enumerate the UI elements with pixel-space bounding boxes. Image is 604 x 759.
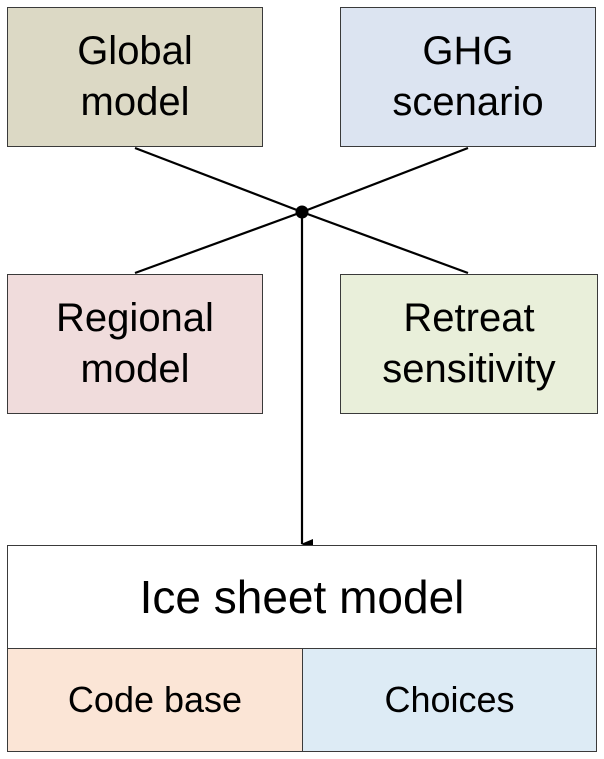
ice-sheet-model-title: Ice sheet model bbox=[139, 570, 465, 623]
ghg-scenario-label-line2: scenario bbox=[392, 80, 544, 124]
ghg-scenario-label: GHG scenario bbox=[392, 26, 543, 128]
line-regional-model bbox=[134, 210, 303, 275]
line-retreat-sensitivity bbox=[301, 210, 469, 275]
choices-label: Choices bbox=[384, 678, 515, 720]
regional-model-box: Regional model bbox=[7, 274, 263, 414]
retreat-sensitivity-label: Retreat sensitivity bbox=[382, 293, 555, 395]
choices-box: Choices bbox=[302, 648, 597, 752]
code-base-label: Code base bbox=[67, 678, 243, 720]
code-base-box: Code base bbox=[7, 648, 303, 752]
ghg-scenario-box: GHG scenario bbox=[340, 7, 596, 147]
ice-sheet-model-box: Ice sheet model bbox=[7, 545, 597, 649]
junction-dot bbox=[295, 205, 309, 219]
global-model-label: Global model bbox=[77, 26, 193, 128]
line-global-model bbox=[134, 146, 303, 214]
regional-model-label-line1: Regional bbox=[56, 295, 214, 340]
ghg-scenario-label-line1: GHG bbox=[422, 28, 514, 73]
regional-model-label-line2: model bbox=[80, 347, 190, 391]
line-ghg-scenario bbox=[301, 146, 469, 214]
global-model-box: Global model bbox=[7, 7, 263, 147]
retreat-sensitivity-label-line1: Retreat bbox=[403, 295, 535, 340]
global-model-label-line1: Global bbox=[77, 28, 193, 73]
regional-model-label: Regional model bbox=[56, 293, 214, 395]
retreat-sensitivity-label-line2: sensitivity bbox=[382, 347, 556, 391]
retreat-sensitivity-box: Retreat sensitivity bbox=[340, 274, 598, 414]
global-model-label-line2: model bbox=[80, 80, 190, 124]
